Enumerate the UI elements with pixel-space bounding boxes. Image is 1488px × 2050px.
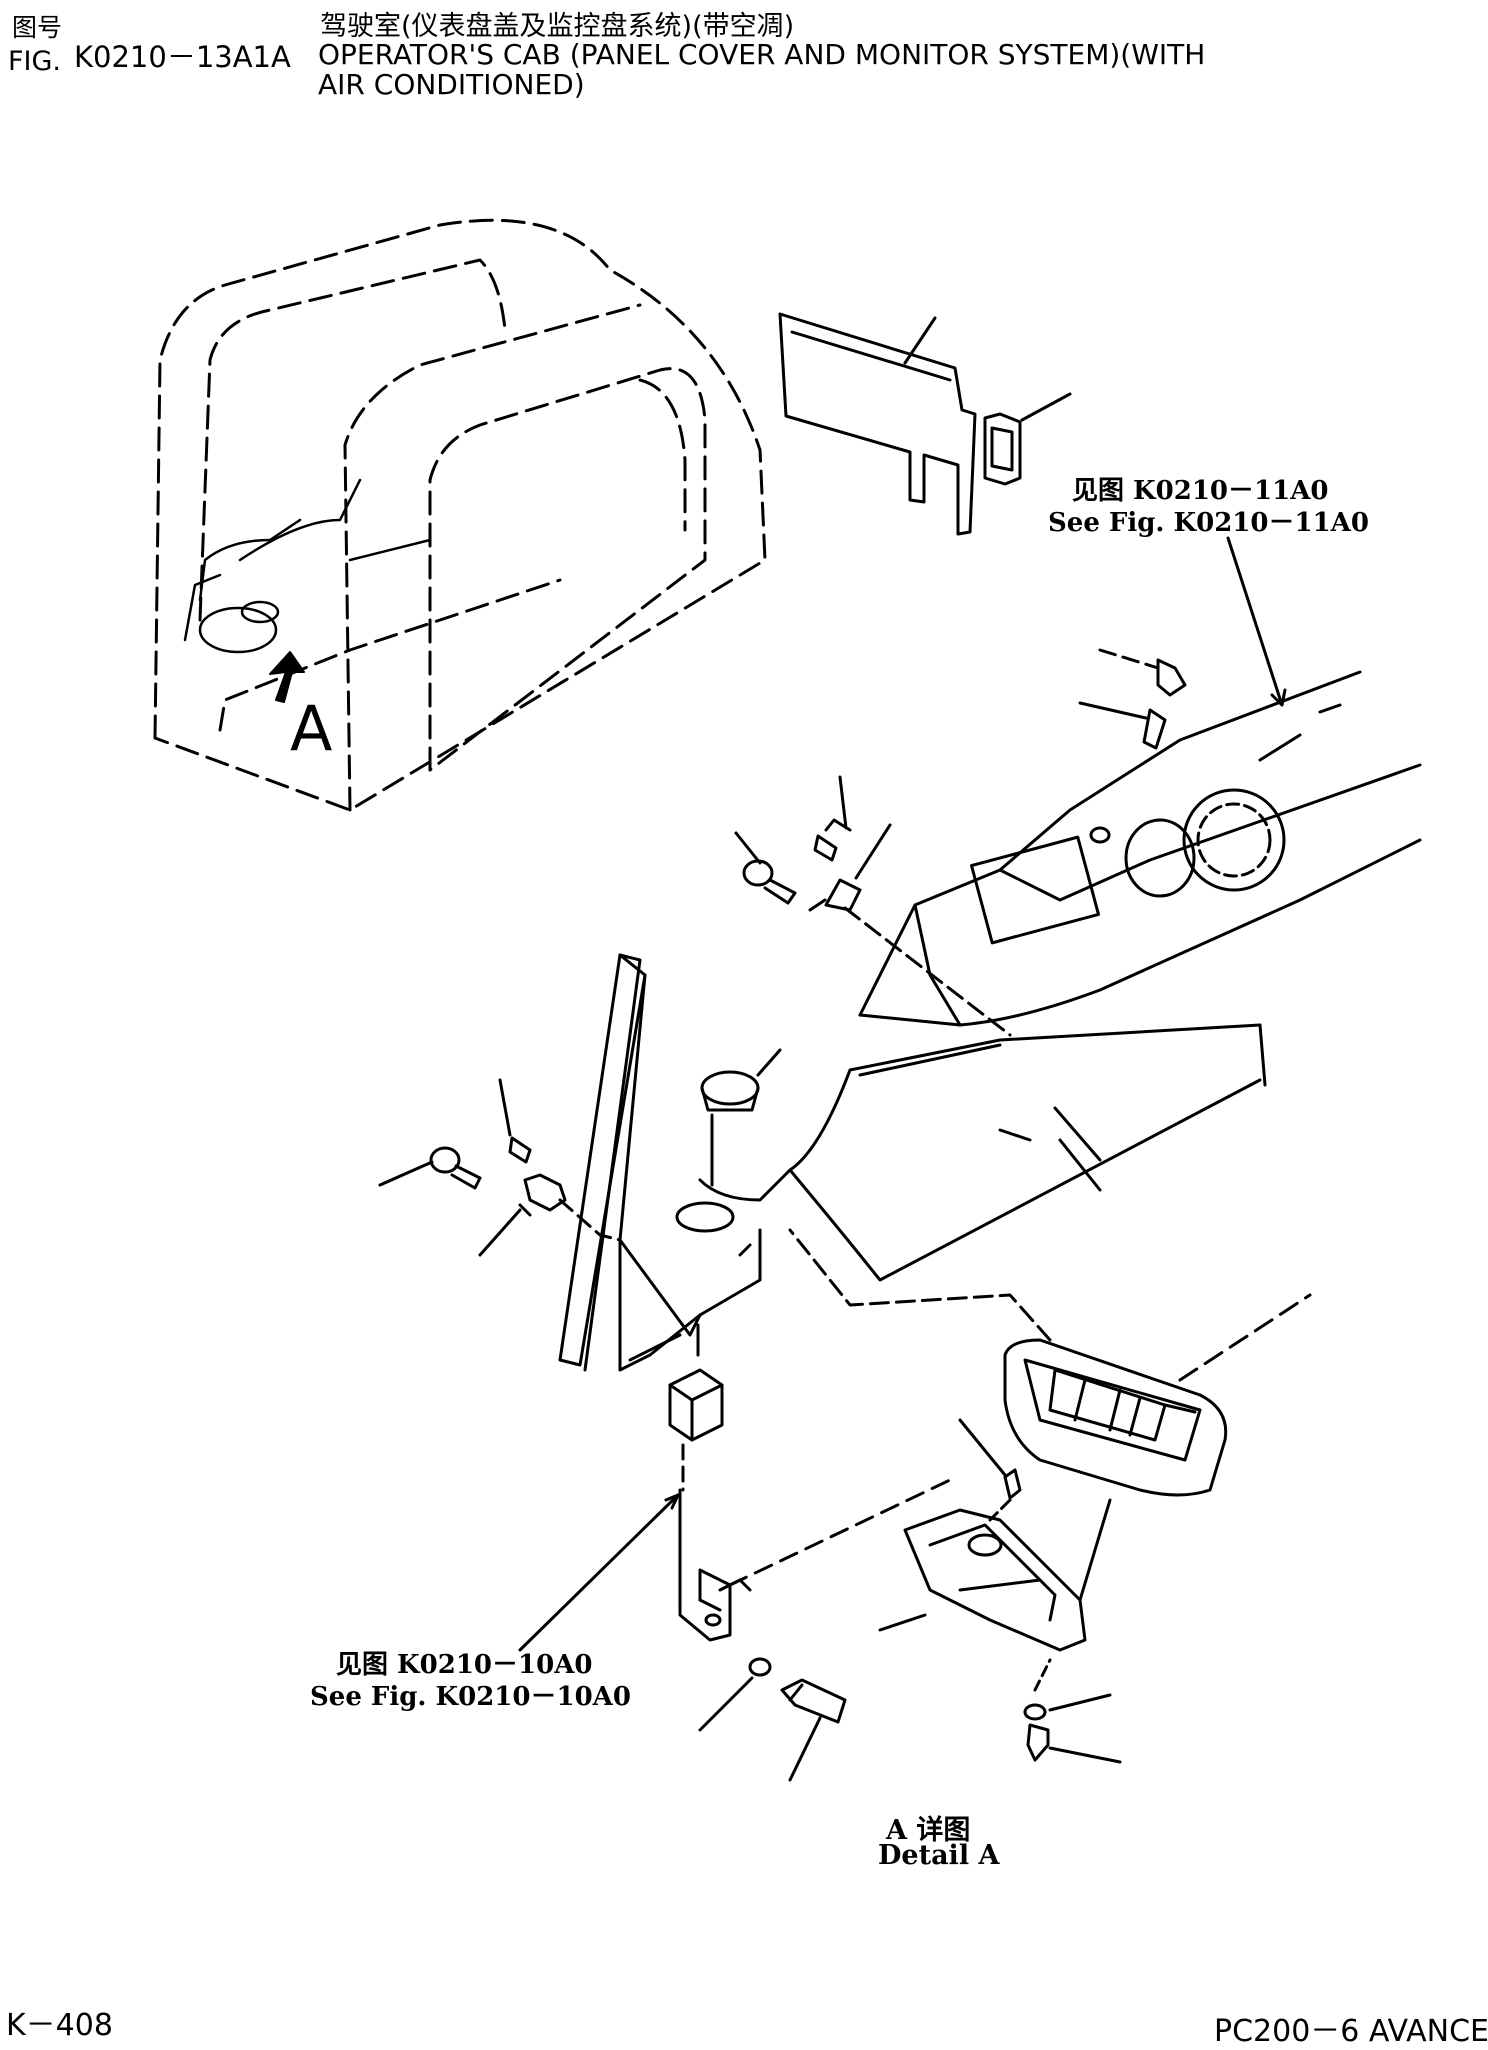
panel-screws-upper — [1078, 648, 1187, 750]
monitor-bracket — [878, 1418, 1112, 1652]
console-grommet — [700, 1048, 782, 1187]
fig-number: K0210－13A1A — [74, 40, 291, 74]
bracket-screws-upper — [734, 775, 1012, 1037]
cab-inner-details — [183, 478, 432, 654]
leader-console-back — [1053, 1106, 1102, 1162]
side-console — [558, 953, 1267, 1372]
washer-and-bolt — [698, 1657, 847, 1782]
leader-ref-11-arrow — [1270, 688, 1287, 707]
reference-11-en: See Fig. K0210－11A0 — [1048, 508, 1369, 538]
title-en-line1: OPERATOR'S CAB (PANEL COVER AND MONITOR … — [318, 38, 1206, 71]
title-cn: 驾驶室(仪表盘盖及监控盘系统)(带空凋) — [320, 11, 795, 42]
page-number: K－408 — [6, 2008, 113, 2043]
reference-10-cn: 见图 K0210－10A0 — [336, 1650, 593, 1680]
title-en-line2: AIR CONDITIONED) — [318, 68, 585, 101]
detail-label-cn: A 详图 — [886, 1815, 971, 1846]
monitor-unit — [788, 1228, 1312, 1497]
leader-ref-11 — [1226, 536, 1284, 707]
reference-11-cn: 见图 K0210－11A0 — [1072, 476, 1329, 506]
reference-10-en: See Fig. K0210－10A0 — [310, 1682, 631, 1712]
monitor-screws — [1023, 1658, 1122, 1764]
detail-label-en: Detail A — [878, 1840, 1000, 1871]
relay — [668, 1323, 724, 1492]
fig-label-cn: 图号 — [12, 13, 63, 42]
view-label-a: A — [290, 692, 333, 765]
cab-overview — [153, 218, 767, 812]
model-name: PC200－6 AVANCE — [1214, 2014, 1488, 2049]
view-arrow — [269, 651, 305, 703]
cover-seal — [983, 392, 1072, 486]
instrument-panel — [858, 670, 1422, 1027]
bracket-screws-lower — [378, 1078, 622, 1257]
panel-cover — [778, 312, 977, 536]
mount-bracket — [518, 1478, 952, 1652]
fig-label-en: FIG. — [8, 46, 61, 77]
